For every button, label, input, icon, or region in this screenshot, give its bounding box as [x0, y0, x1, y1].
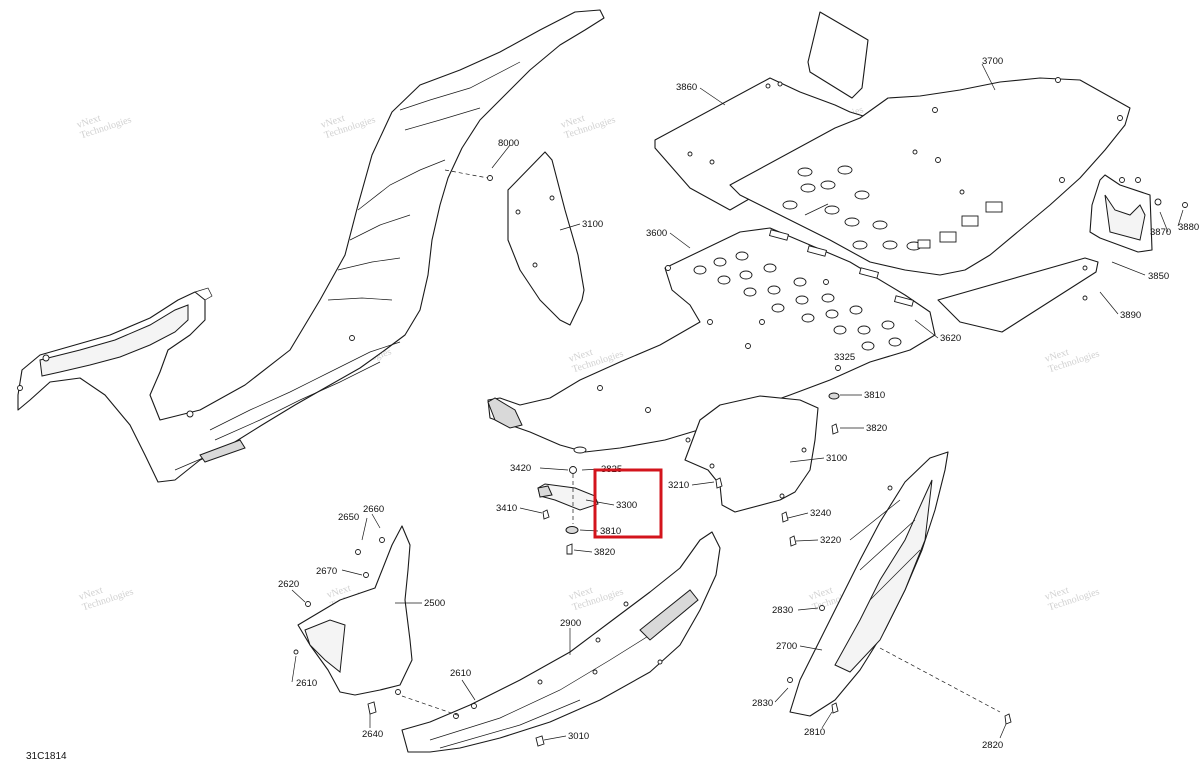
- callout-3240: 3240: [810, 508, 831, 519]
- callout-3300: 3300: [616, 500, 637, 511]
- callout-2610-right: 2610: [450, 668, 471, 679]
- plate-3860: [654, 11, 876, 211]
- callout-2660: 2660: [363, 504, 384, 515]
- callout-3820-lower: 3820: [594, 547, 615, 558]
- panel-2500: [293, 525, 413, 715]
- callout-2830-upper: 2830: [772, 605, 793, 616]
- callout-2810: 2810: [804, 727, 825, 738]
- callout-3890: 3890: [1120, 310, 1141, 321]
- callout-3100-upper: 3100: [582, 219, 603, 230]
- callout-3410: 3410: [496, 503, 517, 514]
- callout-3870: 3870: [1150, 227, 1171, 238]
- callout-2900: 2900: [560, 618, 581, 629]
- callout-3810-upper: 3810: [864, 390, 885, 401]
- callout-3880: 3880: [1178, 222, 1199, 233]
- callout-3100-lower: 3100: [826, 453, 847, 464]
- callout-3810-lower: 3810: [600, 526, 621, 537]
- plate-3850: [937, 257, 1099, 333]
- plate-3700-holes: [782, 165, 1003, 251]
- callout-3820-upper: 3820: [866, 423, 887, 434]
- callout-2620: 2620: [278, 579, 299, 590]
- callout-2820: 2820: [982, 740, 1003, 751]
- panel-3100-lower: [684, 395, 819, 513]
- plate-3700: [729, 77, 1131, 276]
- callout-2650: 2650: [338, 512, 359, 523]
- callout-3325: 3325: [834, 352, 855, 363]
- callout-leaders: [291, 63, 1184, 741]
- panel-2900: [401, 531, 721, 753]
- callout-8000: 8000: [498, 138, 519, 149]
- callout-2830-lower: 2830: [752, 698, 773, 709]
- callout-3700: 3700: [982, 56, 1003, 67]
- panel-3100-upper: [507, 151, 585, 326]
- left-body-panel: [17, 9, 605, 483]
- callout-2640: 2640: [362, 729, 383, 740]
- callout-2500: 2500: [424, 598, 445, 609]
- callout-3420: 3420: [510, 463, 531, 474]
- part-3300-group: [537, 392, 840, 555]
- callout-2610-left: 2610: [296, 678, 317, 689]
- callout-2670: 2670: [316, 566, 337, 577]
- callout-3620: 3620: [940, 333, 961, 344]
- plate-3600: [487, 227, 936, 454]
- callout-2700: 2700: [776, 641, 797, 652]
- callout-3210: 3210: [668, 480, 689, 491]
- callout-3220: 3220: [820, 535, 841, 546]
- panel-2700: [787, 451, 1012, 725]
- bracket-3870: [1089, 174, 1188, 253]
- plate-3600-holes: [573, 229, 915, 454]
- callout-3010: 3010: [568, 731, 589, 742]
- callout-labels: 8000 3100 3860 3700 3600 3870 3880 3850 …: [278, 56, 1199, 751]
- callout-3850: 3850: [1148, 271, 1169, 282]
- callout-3600: 3600: [646, 228, 667, 239]
- drawing-code: 31C1814: [26, 751, 67, 762]
- callout-3860: 3860: [676, 82, 697, 93]
- highlight-box-3300: [593, 468, 663, 539]
